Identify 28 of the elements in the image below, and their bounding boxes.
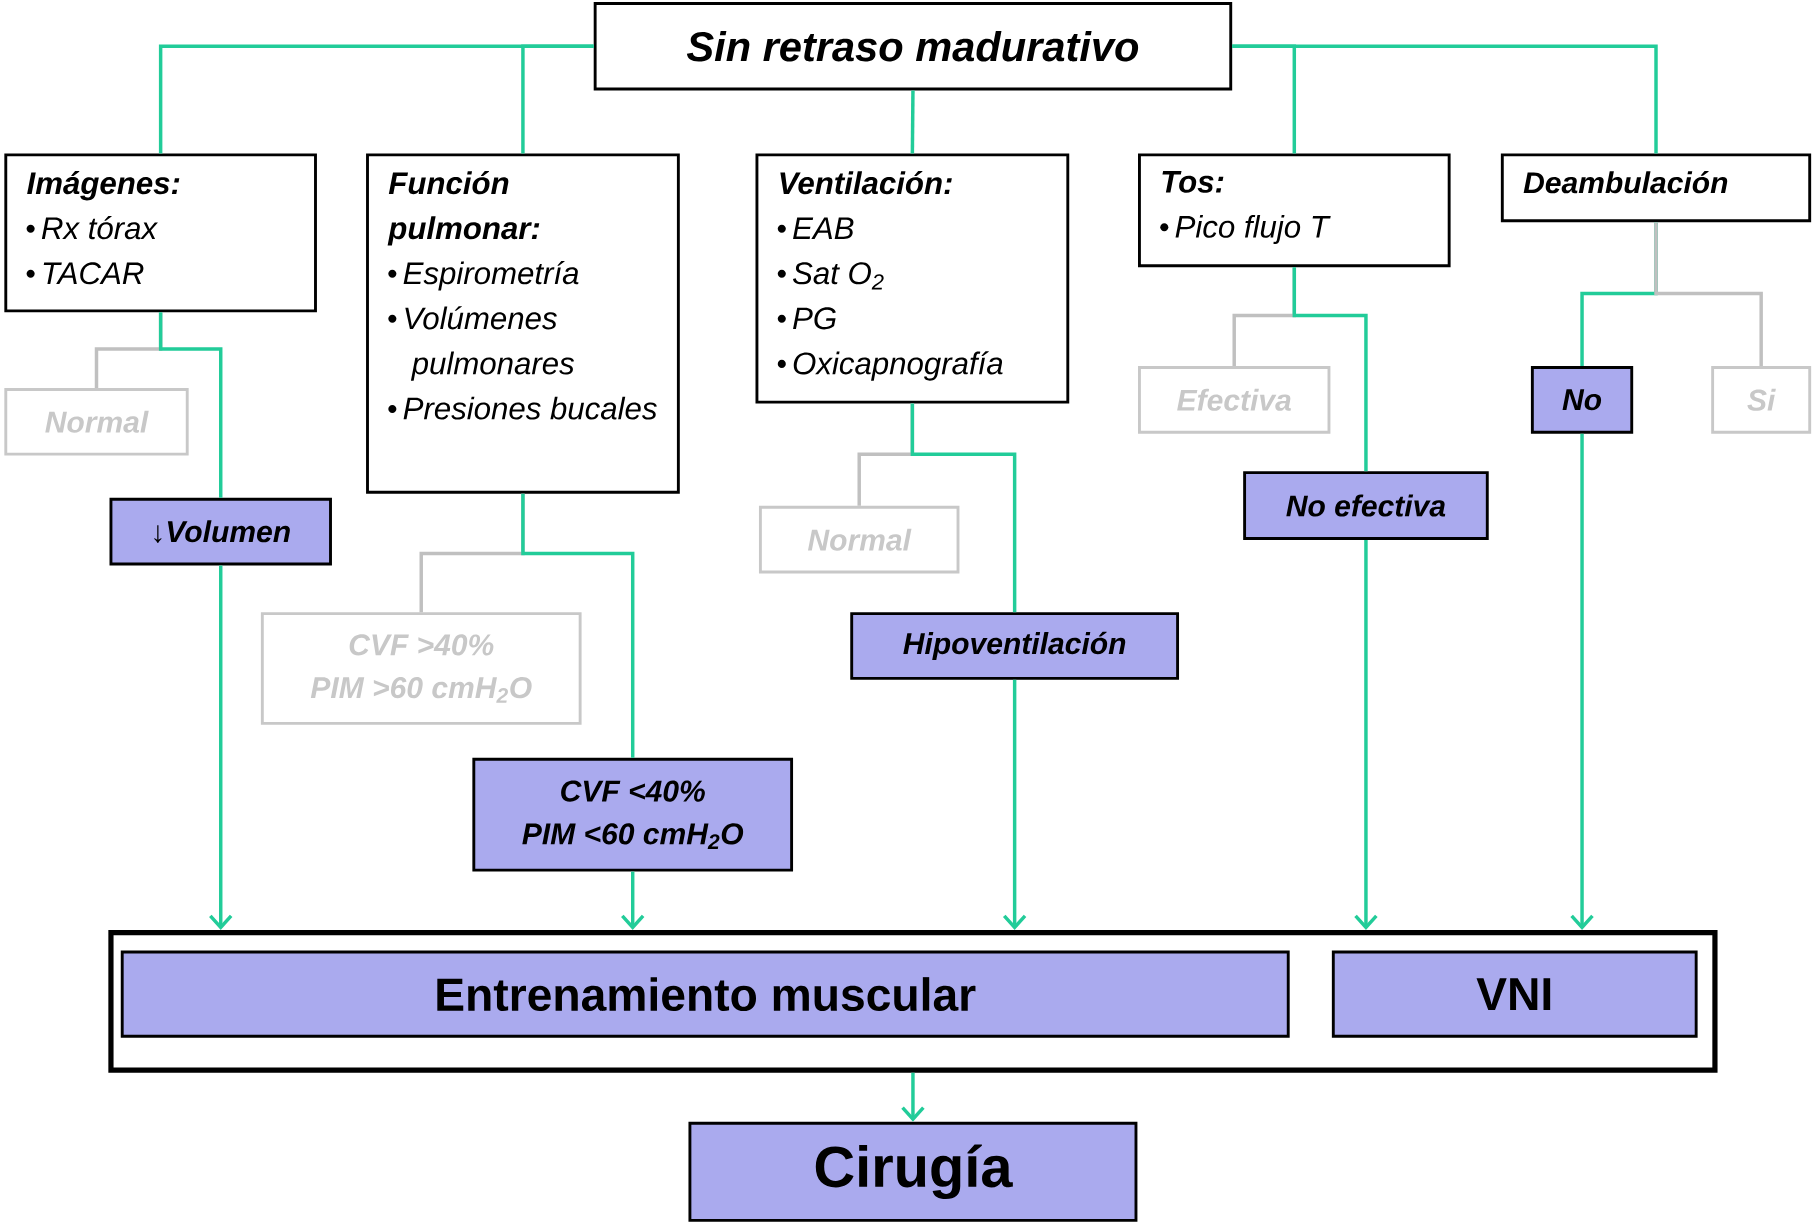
connector-line <box>521 44 594 154</box>
treatment-box: VNI <box>1331 950 1698 1038</box>
arrow <box>209 565 233 930</box>
outcome-box: No <box>1530 366 1634 434</box>
title-box: Sin retraso madurativo <box>593 2 1233 91</box>
outcome-box: ↓Volumen <box>109 497 332 566</box>
category-box: Deambulación <box>1500 153 1812 223</box>
connector-line <box>521 493 635 758</box>
arrow <box>901 1072 925 1122</box>
arrow <box>1570 433 1594 930</box>
category-box: Tos: Pico flujo T <box>1138 153 1451 268</box>
connector-line <box>910 90 915 154</box>
arrow <box>621 871 645 930</box>
connector-line <box>910 403 1017 613</box>
outcome-box: CVF <40% PIM <60 cmH$_{2}$O <box>472 757 794 872</box>
connector-line <box>158 312 223 498</box>
outcome-box: No efectiva <box>1243 471 1489 540</box>
connector-line <box>1292 267 1368 472</box>
final-box: Cirugía <box>688 1121 1138 1222</box>
treatment-box: Entrenamiento muscular <box>120 950 1290 1038</box>
category-box: Función pulmonar: Espirometría Volúmenes pulmonares Presiones bucales <box>366 153 680 494</box>
category-box: Ventilación: EAB Sat O$_{2}$ PG Oxicapnografía <box>755 153 1070 404</box>
category-box: Imágenes: Rx tórax TACAR <box>4 153 317 313</box>
connector-line <box>1654 222 1763 367</box>
outcome-box: Hipoventilación <box>850 612 1180 680</box>
connector-line <box>1232 44 1658 154</box>
arrow <box>1354 540 1378 930</box>
arrow <box>1002 679 1027 930</box>
